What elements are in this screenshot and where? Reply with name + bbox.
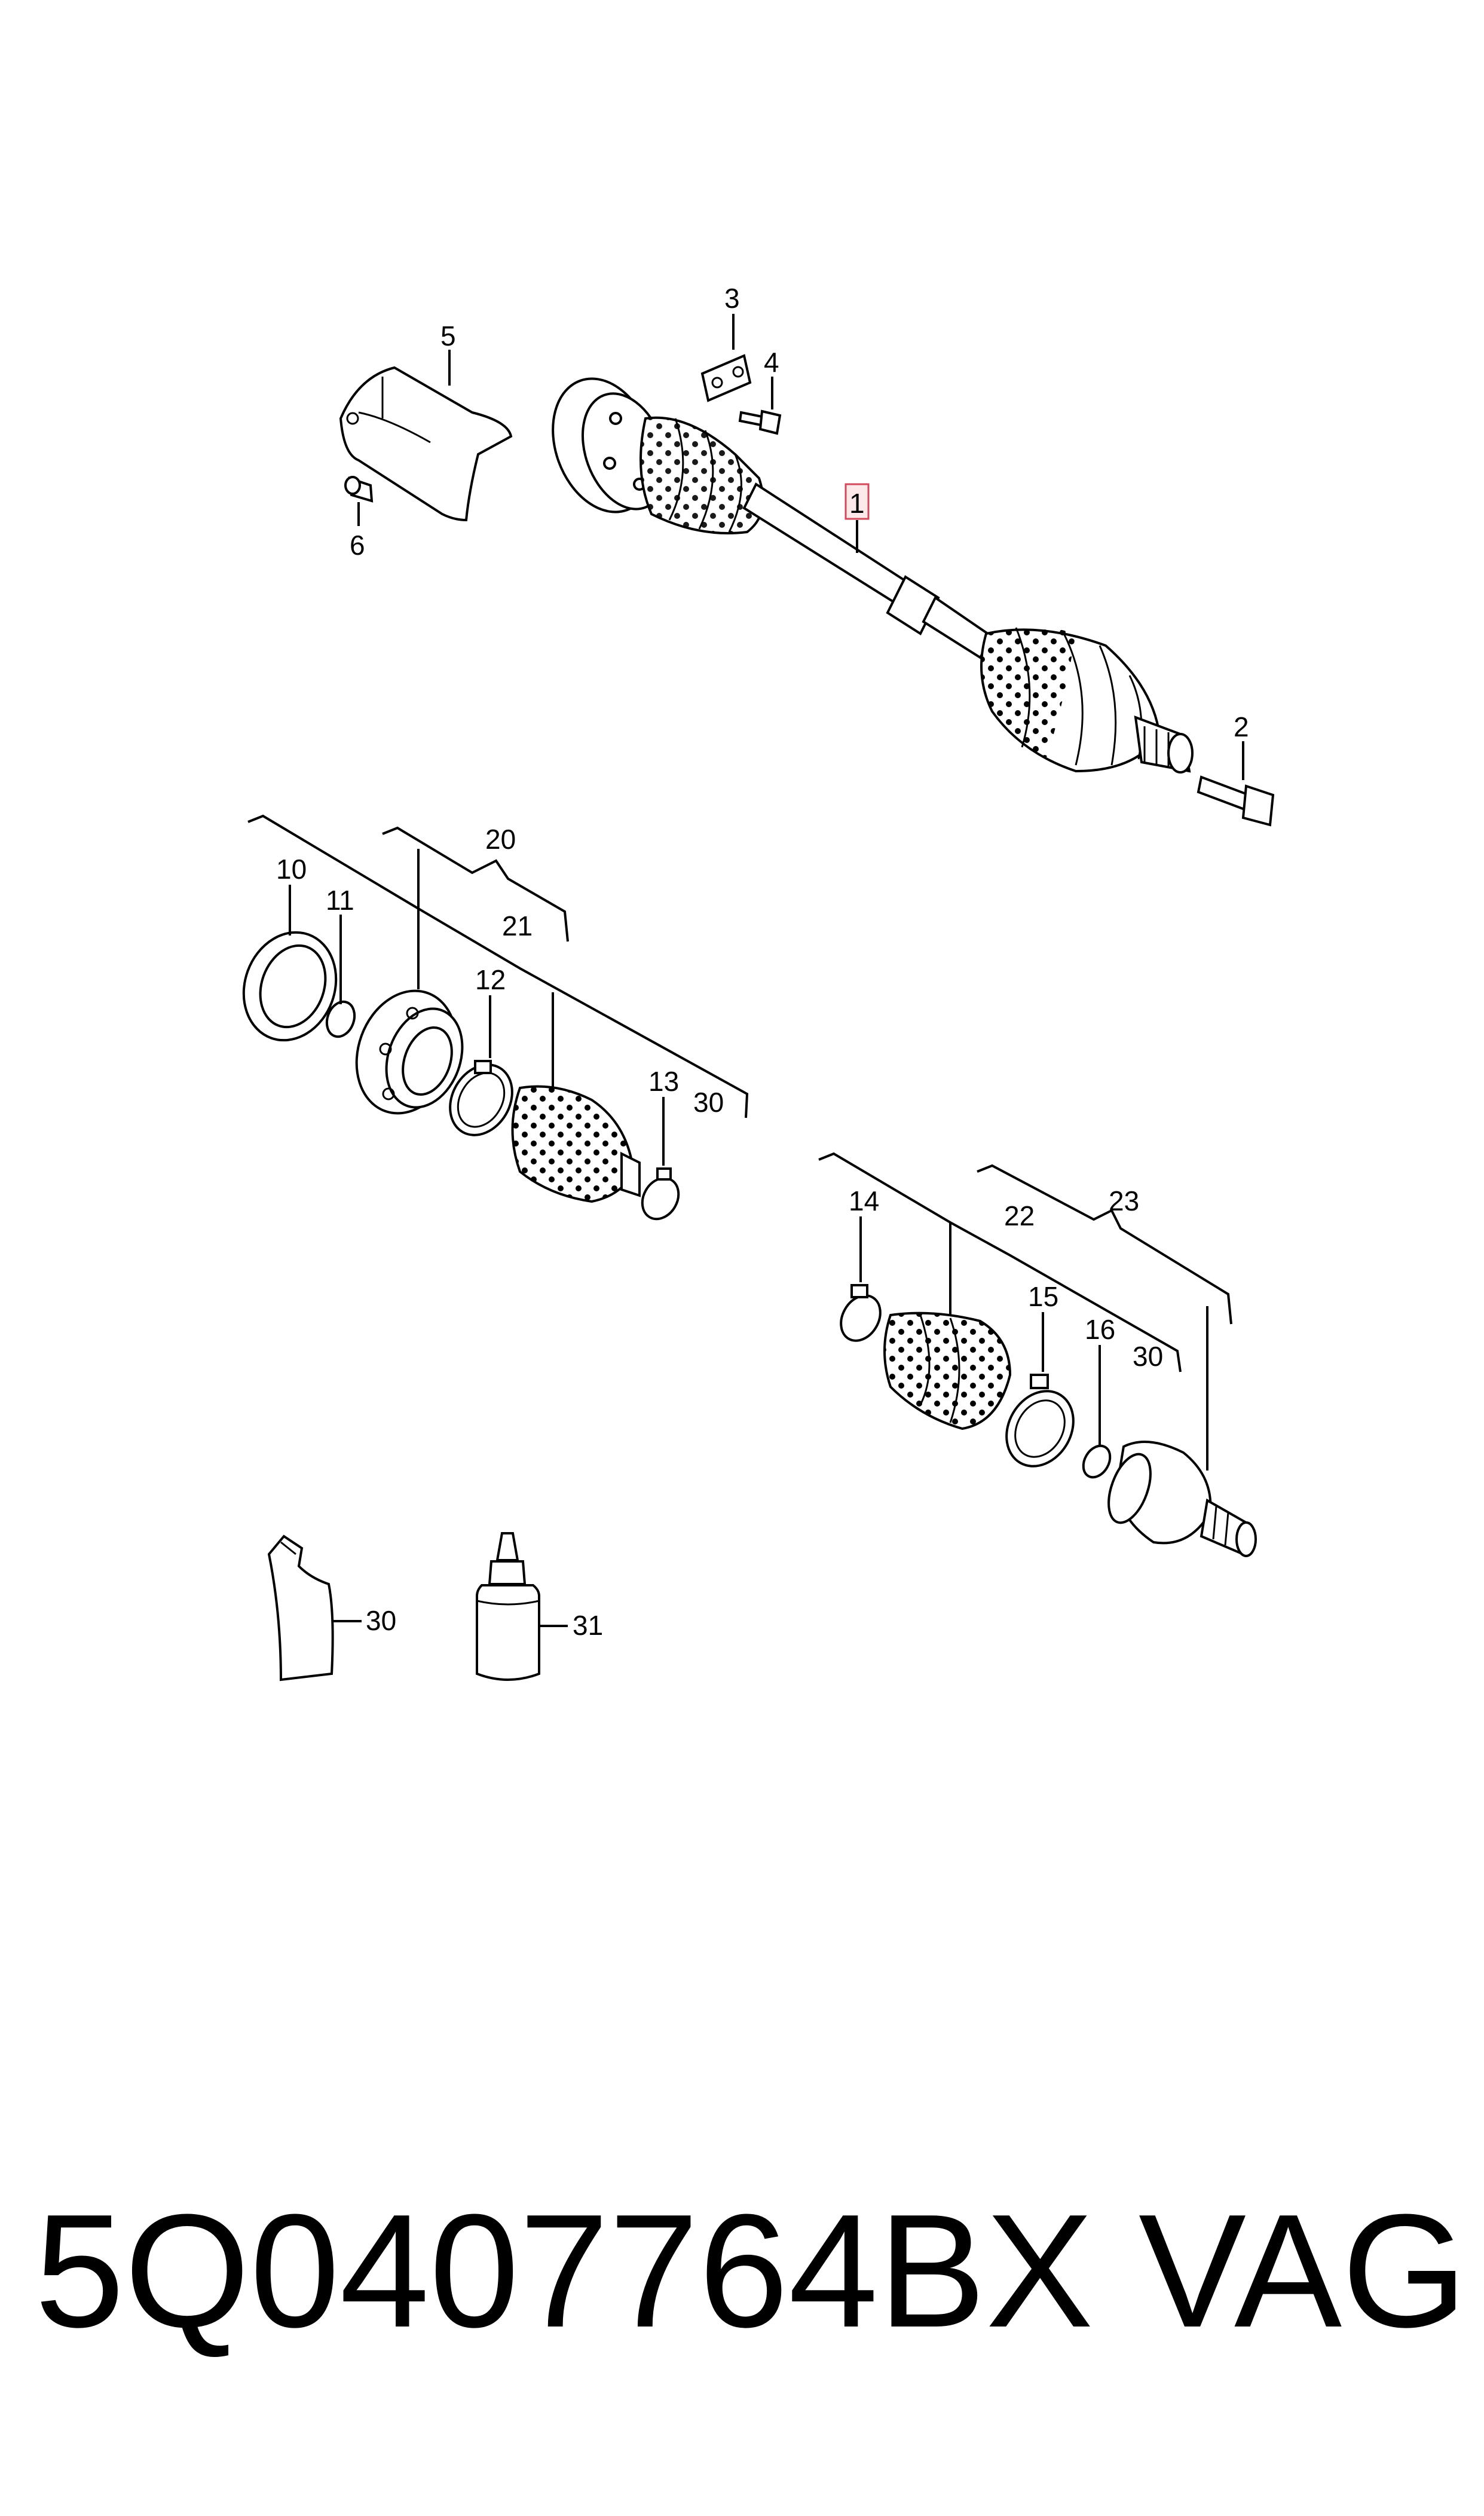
clamp-part-14 xyxy=(840,1294,882,1342)
plate-part-3 xyxy=(700,314,752,402)
bottle-part-31 xyxy=(476,1532,568,1681)
pin-part-6 xyxy=(344,476,374,526)
label-5: 5 xyxy=(440,320,456,351)
bolt-part-2 xyxy=(1197,741,1275,827)
brand-name: VAG xyxy=(1139,2181,1468,2361)
label-14: 14 xyxy=(849,1185,879,1216)
outer-joint-kit xyxy=(818,1152,1257,1557)
label-12: 12 xyxy=(475,964,506,995)
label-22: 22 xyxy=(1004,1200,1035,1231)
label-31: 31 xyxy=(573,1610,603,1641)
label-10: 10 xyxy=(276,854,307,885)
label-2: 2 xyxy=(1234,711,1249,742)
label-30-grease: 30 xyxy=(366,1605,396,1636)
clamp-part-12 xyxy=(449,1063,513,1136)
drive-shaft-assembly xyxy=(552,377,1194,774)
label-6: 6 xyxy=(350,530,365,561)
label-16: 16 xyxy=(1085,1314,1115,1345)
clip-part-11 xyxy=(325,1000,356,1038)
label-23: 23 xyxy=(1109,1185,1139,1216)
label-11: 11 xyxy=(326,885,354,916)
label-21: 21 xyxy=(502,910,533,941)
part-number: 5Q0407764BX xyxy=(35,2181,1094,2361)
label-1: 1 xyxy=(849,488,865,519)
inner-joint-kit xyxy=(242,814,749,1221)
heat-shield-part-5 xyxy=(339,350,513,522)
clip-part-16 xyxy=(1082,1444,1112,1479)
label-3: 3 xyxy=(724,283,740,314)
label-13: 13 xyxy=(648,1066,679,1097)
footer: 5Q0407764BX VAG xyxy=(0,2164,1484,2379)
shaft-part xyxy=(742,482,910,606)
grease-tube-part-30 xyxy=(267,1534,362,1682)
label-15: 15 xyxy=(1028,1281,1058,1312)
label-4: 4 xyxy=(764,347,779,378)
callout-1-highlight xyxy=(844,483,870,520)
clamp-part-15 xyxy=(1005,1390,1075,1468)
label-30-kit-inner: 30 xyxy=(693,1087,724,1118)
label-30-kit-outer: 30 xyxy=(1133,1341,1163,1372)
bolt-part-4 xyxy=(738,377,782,435)
label-20: 20 xyxy=(485,824,516,855)
